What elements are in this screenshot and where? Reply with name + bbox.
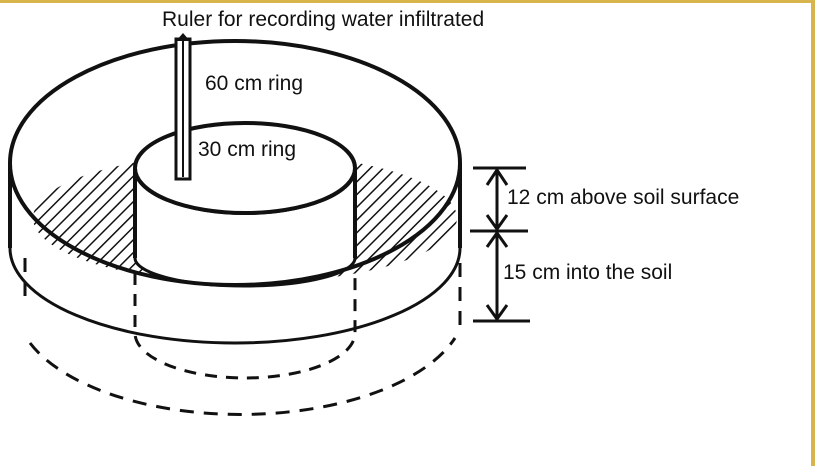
frame-border bbox=[811, 3, 815, 466]
into-soil-label: 15 cm into the soil bbox=[503, 261, 673, 284]
dimension-markers bbox=[470, 166, 530, 323]
inner-ring-label: 30 cm ring bbox=[198, 138, 297, 161]
above-surface-label: 12 cm above soil surface bbox=[507, 186, 740, 209]
ruler-label: Ruler for recording water infiltrated bbox=[162, 8, 485, 31]
diagram-drawing bbox=[8, 33, 530, 416]
outer-ring-label: 60 cm ring bbox=[205, 72, 304, 95]
ruler-icon bbox=[174, 33, 192, 181]
